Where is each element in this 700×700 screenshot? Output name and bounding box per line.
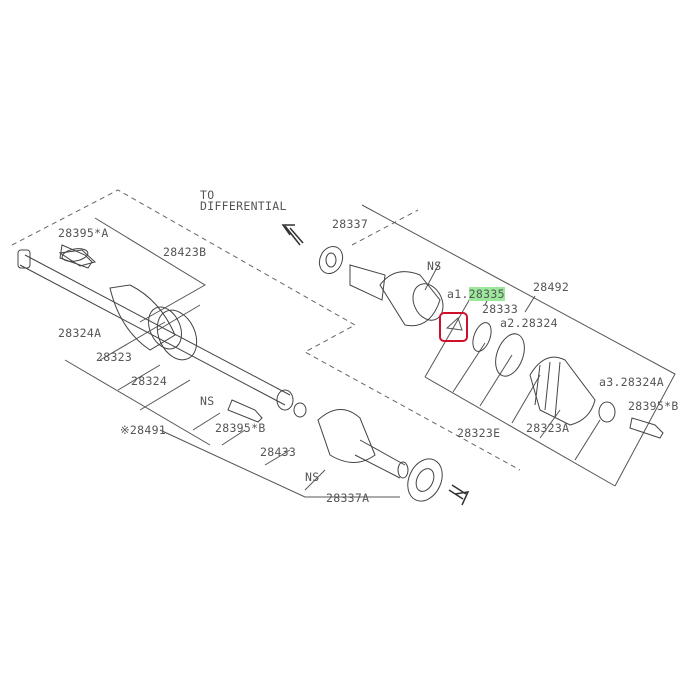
label-prefix-a1: a1. (447, 287, 469, 301)
label-28324-left[interactable]: 28324 (131, 374, 168, 388)
label-ns-bottom: NS (305, 470, 320, 484)
dust-seal-28337A (407, 458, 443, 502)
label-28324A-left[interactable]: 28324A (58, 326, 102, 340)
label-ns-left: NS (200, 394, 215, 408)
inner-boot-left (109, 284, 182, 351)
highlighted-part-number: 28335 (468, 287, 505, 301)
label-28395B-left[interactable]: 28395*B (215, 421, 266, 435)
label-28337A[interactable]: 28337A (326, 491, 370, 505)
grease-tube-28395B-left (227, 399, 263, 423)
boot-28323A (529, 356, 596, 426)
direction-note-line2: DIFFERENTIAL (200, 199, 287, 213)
label-28395A[interactable]: 28395*A (58, 226, 109, 240)
label-28324A-right[interactable]: a3.28324A (599, 375, 665, 389)
direction-note-line1: TO (200, 188, 215, 202)
label-28423B[interactable]: 28423B (163, 245, 207, 259)
label-28323E[interactable]: 28323E (457, 426, 501, 440)
label-28323A[interactable]: 28323A (526, 421, 570, 435)
label-28333[interactable]: 28333 (482, 302, 519, 316)
label-28335[interactable]: a1.28335 (447, 287, 505, 301)
selected-part-highlight-box (439, 312, 468, 342)
label-ns-right: NS (427, 259, 442, 273)
boot-band-28324 (495, 333, 525, 377)
right-bracket-lines (361, 204, 676, 487)
label-28491[interactable]: ※28491 (120, 423, 167, 437)
snap-ring-28433 (293, 402, 307, 418)
label-28337[interactable]: 28337 (332, 217, 369, 231)
label-28433[interactable]: 28433 (260, 445, 297, 459)
arrow-outboard-icon (448, 484, 470, 506)
outer-race-housing (349, 264, 444, 327)
left-bracket-lines (64, 217, 400, 498)
outer-joint (317, 409, 409, 479)
label-28323[interactable]: 28323 (96, 350, 133, 364)
label-28492[interactable]: 28492 (533, 280, 570, 294)
dashed-outline (11, 189, 521, 471)
oil-seal-28337 (318, 245, 344, 275)
label-28395B-right[interactable]: 28395*B (628, 399, 679, 413)
boot-band-left (156, 309, 198, 361)
circlip-28333 (472, 322, 492, 352)
label-28324-right[interactable]: a2.28324 (500, 316, 558, 330)
grease-tube-28395B-right (629, 417, 664, 439)
arrow-to-differential-icon (281, 224, 304, 246)
part-28335-clip (445, 317, 463, 331)
grease-tube-28395A (59, 244, 93, 269)
boot-band-28324A (598, 401, 616, 423)
